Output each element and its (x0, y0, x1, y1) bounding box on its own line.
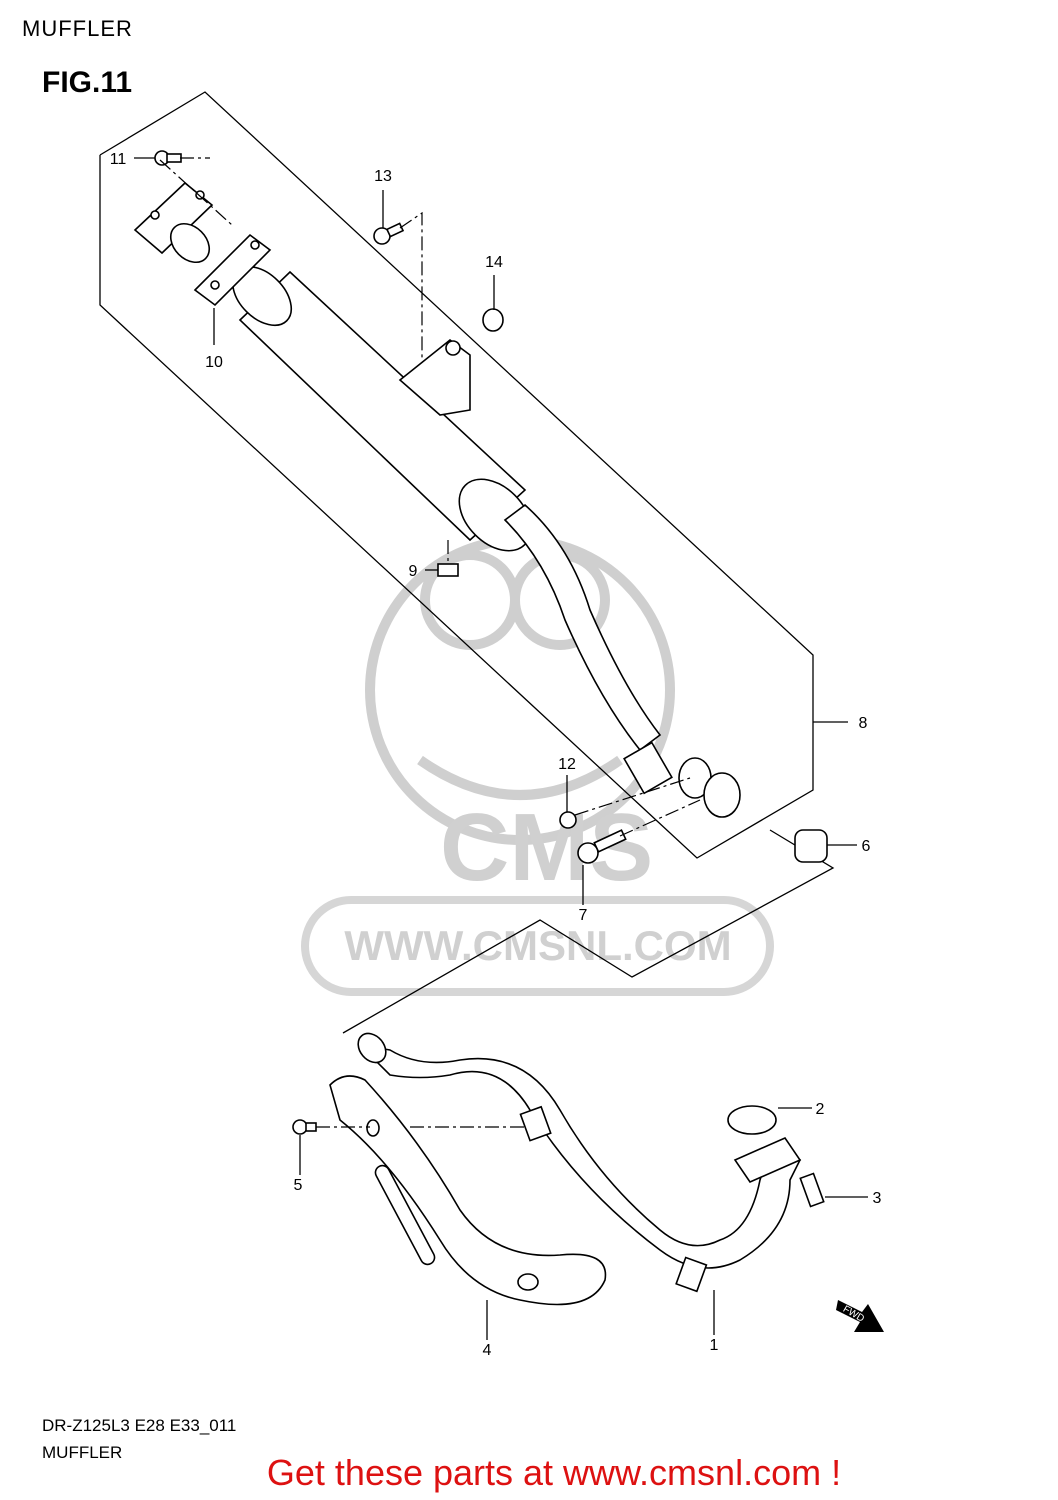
callout-2: 2 (816, 1101, 825, 1118)
bolt-3 (799, 1172, 825, 1208)
cta-link[interactable]: Get these parts at www.cmsnl.com ! (266, 1452, 842, 1493)
dash-11b (159, 159, 233, 226)
callout-5: 5 (294, 1177, 303, 1194)
callout-7: 7 (579, 907, 588, 924)
diagram-code: DR-Z125L3 E28 E33_011 (42, 1416, 237, 1435)
end-cap (133, 181, 214, 264)
watermark-banner (301, 896, 774, 996)
bolt-13 (373, 222, 405, 245)
figure-label: FIG.11 (42, 66, 133, 99)
dash-13 (399, 211, 423, 358)
grommet-14 (482, 308, 504, 332)
callout-10: 10 (205, 354, 223, 371)
gasket-2 (727, 1105, 777, 1135)
callout-3: 3 (873, 1190, 882, 1207)
screw-5 (292, 1119, 317, 1135)
muffler-body (231, 265, 741, 818)
callout-6: 6 (862, 838, 871, 855)
bolt-9 (437, 563, 459, 577)
forward-arrow-icon: FWD (836, 1300, 884, 1332)
callout-4: 4 (483, 1342, 492, 1359)
callout-8: 8 (859, 715, 868, 732)
callout-9: 9 (409, 563, 418, 580)
callout-14: 14 (485, 254, 503, 271)
watermark-mascot-mouth (417, 755, 623, 800)
fwd-label: FWD (841, 1304, 866, 1325)
bolt-11 (154, 150, 182, 166)
assembly-8-outline (99, 91, 814, 859)
watermark-brand: CMS (440, 794, 653, 901)
dash-12 (574, 777, 691, 816)
diagram-name: MUFFLER (42, 1443, 123, 1462)
callout-12: 12 (558, 756, 576, 773)
watermark: CMS WWW.CMSNL.COM (301, 535, 774, 996)
page-title: MUFFLER (22, 16, 133, 41)
bolt-12 (559, 811, 577, 829)
callout-13: 13 (374, 168, 392, 185)
gasket (193, 233, 272, 307)
heat-protector (329, 1075, 607, 1306)
callout-11: 11 (110, 151, 127, 168)
collar-6 (794, 829, 828, 863)
callout-1: 1 (710, 1337, 719, 1354)
watermark-url: WWW.CMSNL.COM (344, 922, 731, 969)
exhaust-pipe (357, 1032, 802, 1293)
dash-7 (619, 799, 701, 837)
